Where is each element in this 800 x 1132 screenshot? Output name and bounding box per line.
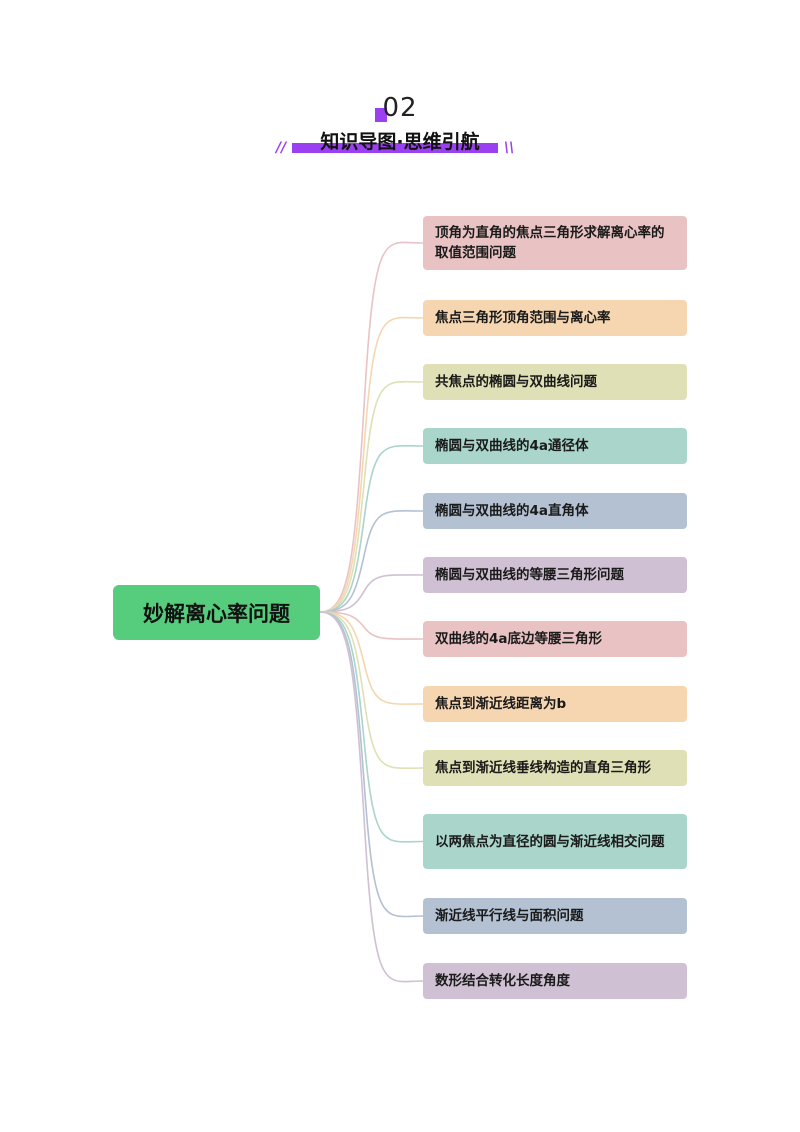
- branch-node[interactable]: 焦点到渐近线垂线构造的直角三角形: [423, 750, 687, 786]
- branch-node[interactable]: 双曲线的4a底边等腰三角形: [423, 621, 687, 657]
- branch-node[interactable]: 椭圆与双曲线的4a直角体: [423, 493, 687, 529]
- branch-node[interactable]: 数形结合转化长度角度: [423, 963, 687, 999]
- connector-line: [319, 316, 424, 613]
- title-underline-bar: [292, 143, 498, 153]
- connector-line: [319, 510, 424, 613]
- branch-node[interactable]: 椭圆与双曲线的4a通径体: [423, 428, 687, 464]
- connector-line: [319, 241, 424, 613]
- connector-line: [319, 611, 424, 640]
- root-node[interactable]: 妙解离心率问题: [113, 585, 320, 640]
- connector-line: [319, 380, 424, 613]
- connector-line: [319, 444, 424, 613]
- branch-node[interactable]: 共焦点的椭圆与双曲线问题: [423, 364, 687, 400]
- connector-line: [319, 611, 424, 918]
- branch-node[interactable]: 椭圆与双曲线的等腰三角形问题: [423, 557, 687, 593]
- connector-line: [319, 611, 424, 770]
- branch-node[interactable]: 焦点到渐近线距离为b: [423, 686, 687, 722]
- number-accent-bar: [375, 108, 387, 122]
- slash-left-decoration: //: [276, 140, 287, 156]
- slash-right-decoration: \\: [504, 140, 515, 156]
- connector-line: [319, 574, 424, 613]
- section-header: 02 知识导图·思维引航 // \\: [0, 0, 800, 170]
- connector-line: [319, 611, 424, 843]
- branch-node[interactable]: 以两焦点为直径的圆与渐近线相交问题: [423, 814, 687, 869]
- branch-node[interactable]: 焦点三角形顶角范围与离心率: [423, 300, 687, 336]
- branch-node[interactable]: 顶角为直角的焦点三角形求解离心率的取值范围问题: [423, 216, 687, 270]
- section-title: 知识导图·思维引航: [320, 131, 480, 153]
- branch-node[interactable]: 渐近线平行线与面积问题: [423, 898, 687, 934]
- connector-line: [319, 611, 424, 983]
- section-number: 02: [382, 93, 418, 123]
- connector-line: [319, 611, 424, 705]
